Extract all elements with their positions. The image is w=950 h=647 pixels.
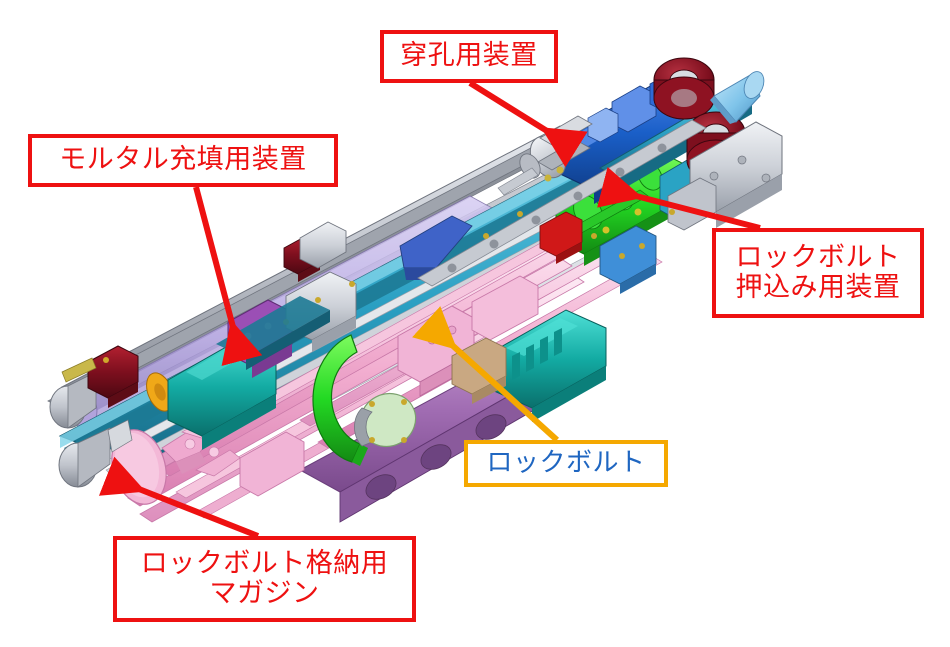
red-block-right [539, 211, 583, 264]
blue-cone-funnel [710, 71, 765, 124]
round-motor-cap [354, 392, 417, 448]
misc-fasteners [241, 209, 675, 355]
orange-gear [146, 372, 174, 412]
roller-spool-upper [653, 57, 715, 120]
callout-rock-bolt[interactable]: ロックボルト [464, 440, 668, 487]
leader-lines [98, 80, 761, 539]
callout-rockbolt-magazine[interactable]: ロックボルト格納用 マガジン [113, 536, 416, 622]
green-arc-guide [312, 334, 368, 466]
leader-bolt [412, 306, 560, 443]
leader-push [597, 166, 761, 231]
leader-magazine [98, 456, 260, 539]
blue-block-right [599, 225, 657, 294]
right-end-frame [667, 121, 783, 231]
callout-drilling-device[interactable]: 穿孔用装置 [380, 30, 558, 83]
red-valve-block-left [61, 345, 139, 408]
callout-mortar-filling-device[interactable]: モルタル充填用装置 [28, 134, 338, 187]
callout-rockbolt-push-device[interactable]: ロックボルト 押込み用装置 [712, 228, 924, 318]
gray-block-mid [299, 221, 347, 269]
leader-mortar [193, 186, 263, 367]
teal-pusher-unit [451, 309, 607, 422]
leader-drill [468, 80, 588, 168]
machine-assembly [47, 57, 783, 523]
